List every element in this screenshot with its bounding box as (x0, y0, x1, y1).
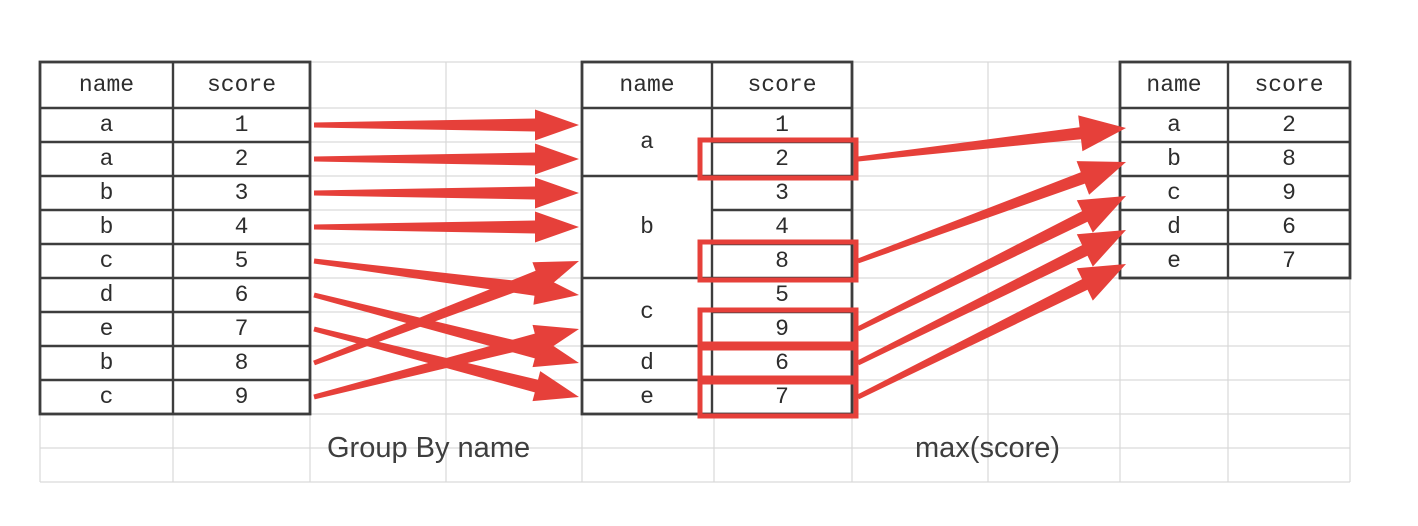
result-table-header-name: name (1146, 72, 1201, 98)
arrow-source-to-group (314, 177, 579, 209)
group-by-label: Group By name (327, 432, 531, 464)
grouped-cell-score: 6 (775, 350, 789, 376)
source-table-header-score: score (207, 72, 276, 98)
grouped-cell-name: c (640, 299, 654, 325)
source-table-cell-name: e (100, 316, 114, 342)
result-table-cell-name: a (1167, 112, 1181, 138)
source-table-outline (38, 60, 312, 416)
source-table-cell-score: 5 (235, 248, 249, 274)
grouped-cell-score: 5 (775, 282, 789, 308)
max-highlight-box (697, 375, 859, 419)
source-table-cell-score: 2 (235, 146, 249, 172)
grouped-cell-score: 9 (775, 316, 789, 342)
result-table-cell-score: 7 (1282, 248, 1296, 274)
result-table-cell-score: 2 (1282, 112, 1296, 138)
source-table-cell-score: 9 (235, 384, 249, 410)
arrow-source-to-group (314, 109, 579, 141)
result-table-cell-score: 8 (1282, 146, 1296, 172)
max-highlight-box (697, 307, 859, 351)
arrow-source-to-group (314, 143, 579, 175)
arrow-source-to-group (313, 261, 579, 366)
source-table-header-name: name (79, 72, 134, 98)
source-table-cell-name: c (100, 384, 114, 410)
source-table-cell-name: a (100, 112, 114, 138)
source-table-cell-score: 1 (235, 112, 249, 138)
source-table-cell-name: a (100, 146, 114, 172)
result-table-background (1120, 62, 1350, 278)
grouped-cell-score: 8 (775, 248, 789, 274)
source-table-cell-name: b (100, 214, 114, 240)
source-table-background (40, 62, 310, 414)
source-table-cell-score: 8 (235, 350, 249, 376)
result-table-outline (1118, 60, 1352, 280)
result-table-cell-name: d (1167, 214, 1181, 240)
result-table-cell-score: 6 (1282, 214, 1296, 240)
source-table-cell-name: c (100, 248, 114, 274)
max-highlight-box (697, 137, 859, 181)
max-highlight-box (697, 341, 859, 385)
result-table-cell-name: c (1167, 180, 1181, 206)
max-score-label: max(score) (915, 432, 1061, 464)
arrow-source-to-group (313, 324, 579, 400)
arrow-source-to-group (314, 211, 579, 243)
result-table-header-score: score (1254, 72, 1323, 98)
grouped-cell-score: 4 (775, 214, 789, 240)
grouped-cell-score: 1 (775, 112, 789, 138)
result-table-cell-name: b (1167, 146, 1181, 172)
arrow-max-to-result (856, 196, 1126, 332)
grouped-header-score: score (747, 72, 816, 98)
source-table-cell-score: 6 (235, 282, 249, 308)
grouped-cell-score: 3 (775, 180, 789, 206)
arrow-max-to-result (857, 161, 1126, 264)
source-table-cell-name: d (100, 282, 114, 308)
grouped-cell-name: d (640, 350, 654, 376)
grouped-cell-name: a (640, 129, 654, 155)
result-table-cell-name: e (1167, 248, 1181, 274)
source-table-cell-name: b (100, 350, 114, 376)
grouped-cell-name: b (640, 214, 654, 240)
arrow-max-to-result (856, 264, 1126, 400)
source-table-cell-score: 3 (235, 180, 249, 206)
source-table-cell-name: b (100, 180, 114, 206)
grouped-cell-score: 2 (775, 146, 789, 172)
grouped-header-name: name (619, 72, 674, 98)
grouped-cell-name: e (640, 384, 654, 410)
max-highlight-box (697, 239, 859, 283)
grouped-table-background (582, 62, 852, 414)
source-table-cell-score: 7 (235, 316, 249, 342)
source-table-cell-score: 4 (235, 214, 249, 240)
result-table-cell-score: 9 (1282, 180, 1296, 206)
grouped-cell-score: 7 (775, 384, 789, 410)
arrow-max-to-result (857, 115, 1126, 162)
arrow-source-to-group (313, 258, 579, 305)
arrow-max-to-result (856, 230, 1126, 366)
